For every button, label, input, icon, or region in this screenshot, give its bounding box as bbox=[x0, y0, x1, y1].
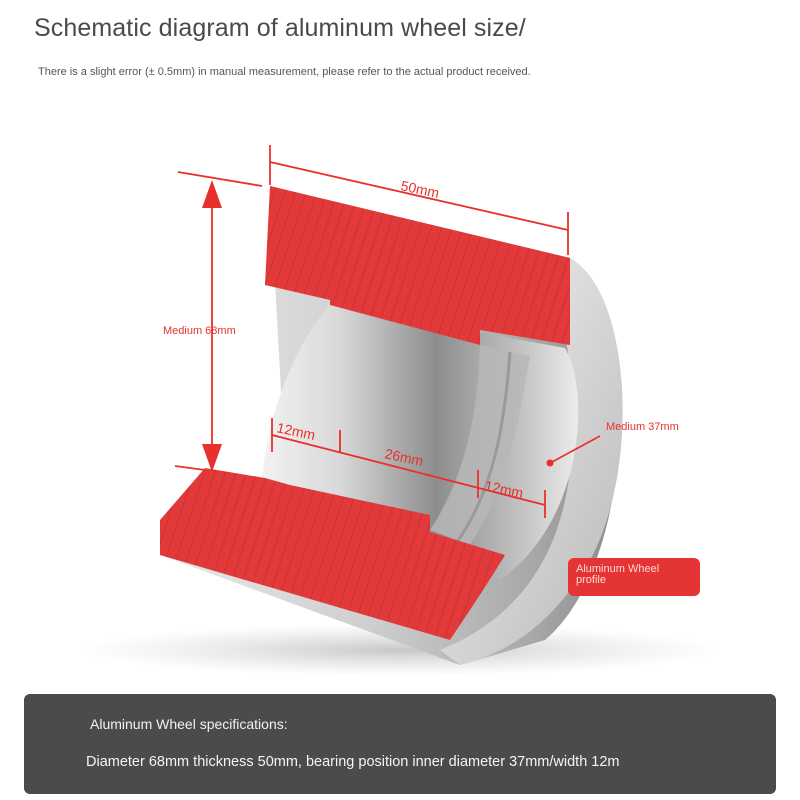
bearing-step-edge bbox=[453, 351, 512, 546]
inner-diameter-dimension bbox=[546, 435, 601, 467]
floor-shadow bbox=[80, 624, 720, 676]
upper-section bbox=[265, 186, 570, 345]
lower-section bbox=[160, 468, 505, 640]
diameter-label: Medium 68mm bbox=[163, 325, 236, 337]
profile-badge: Aluminum Wheel profile bbox=[568, 558, 700, 596]
diameter-dimension bbox=[174, 171, 263, 472]
page-title: Schematic diagram of aluminum wheel size… bbox=[34, 14, 526, 42]
width-dimension bbox=[269, 145, 569, 255]
right-segment-label: 12mm bbox=[483, 477, 524, 501]
specifications-text: Diameter 68mm thickness 50mm, bearing po… bbox=[86, 754, 620, 770]
measurement-note: There is a slight error (± 0.5mm) in man… bbox=[38, 66, 531, 78]
inner-diameter-label: Medium 37mm bbox=[606, 421, 679, 433]
wheel-diagram: 50mm Medium 68mm 12mm 26mm 12mm Medium 3… bbox=[80, 145, 720, 676]
specifications-panel: Aluminum Wheel specifications: Diameter … bbox=[24, 694, 776, 794]
left-segment-label: 12mm bbox=[275, 419, 316, 443]
segment-dimension bbox=[271, 418, 546, 518]
specifications-heading: Aluminum Wheel specifications: bbox=[90, 716, 288, 732]
width-label: 50mm bbox=[399, 177, 440, 201]
middle-segment-label: 26mm bbox=[383, 445, 424, 469]
